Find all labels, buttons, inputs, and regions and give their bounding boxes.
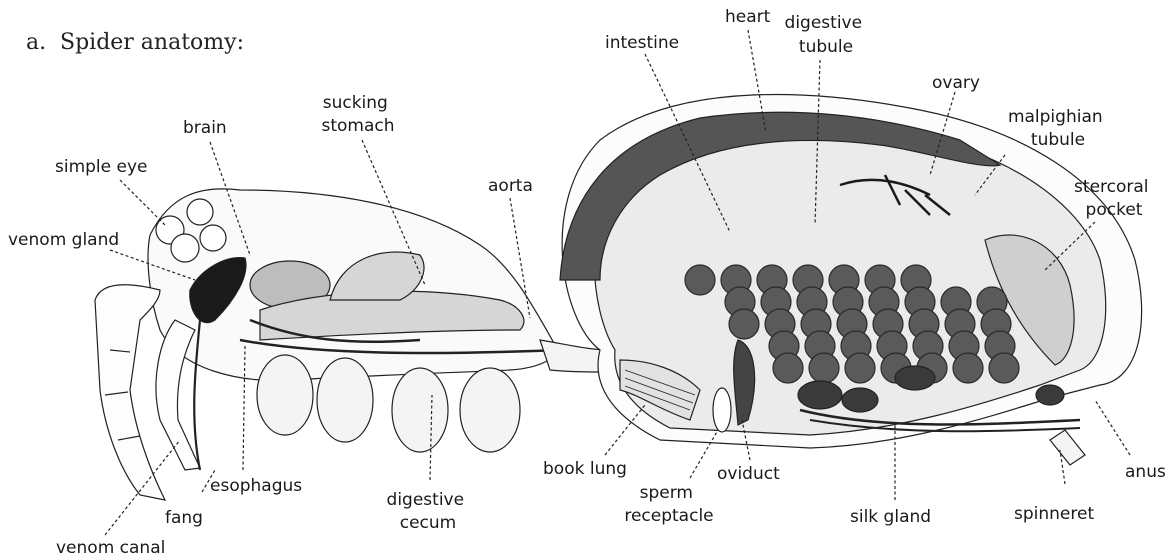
label-venom-canal: venom canal bbox=[56, 538, 165, 558]
label-fang: fang bbox=[165, 508, 203, 528]
label-heart: heart bbox=[725, 7, 771, 27]
label-sucking-stomach: sucking stomach bbox=[321, 93, 394, 136]
leader-anus bbox=[1095, 400, 1130, 455]
label-book-lung: book lung bbox=[543, 459, 627, 479]
label-brain: brain bbox=[183, 118, 227, 138]
label-intestine: intestine bbox=[605, 33, 679, 53]
label-anus: anus bbox=[1125, 462, 1166, 482]
ovary-egg bbox=[685, 265, 715, 295]
label-sperm-receptacle: sperm receptacle bbox=[624, 483, 713, 526]
label-esophagus: esophagus bbox=[210, 476, 302, 496]
ovary-egg bbox=[845, 353, 875, 383]
label-spinneret: spinneret bbox=[1014, 504, 1094, 524]
spinneret-shape bbox=[1050, 430, 1085, 465]
ovary-egg bbox=[809, 353, 839, 383]
ovary-egg bbox=[729, 309, 759, 339]
ovary-egg bbox=[773, 353, 803, 383]
sperm-receptacle-shape bbox=[713, 388, 731, 432]
label-digestive-cecum: digestive cecum bbox=[387, 490, 470, 533]
label-oviduct: oviduct bbox=[717, 464, 780, 484]
ovary-egg bbox=[989, 353, 1019, 383]
ovary-egg bbox=[953, 353, 983, 383]
label-silk-gland: silk gland bbox=[850, 507, 931, 527]
spider-illustration bbox=[95, 95, 1142, 500]
label-simple-eye: simple eye bbox=[55, 157, 148, 177]
label-aorta: aorta bbox=[488, 176, 533, 196]
label-venom-gland: venom gland bbox=[8, 230, 119, 250]
leader-simple-eye bbox=[120, 180, 165, 225]
label-digestive-tubule: digestive tubule bbox=[785, 13, 868, 57]
label-ovary: ovary bbox=[932, 73, 980, 93]
